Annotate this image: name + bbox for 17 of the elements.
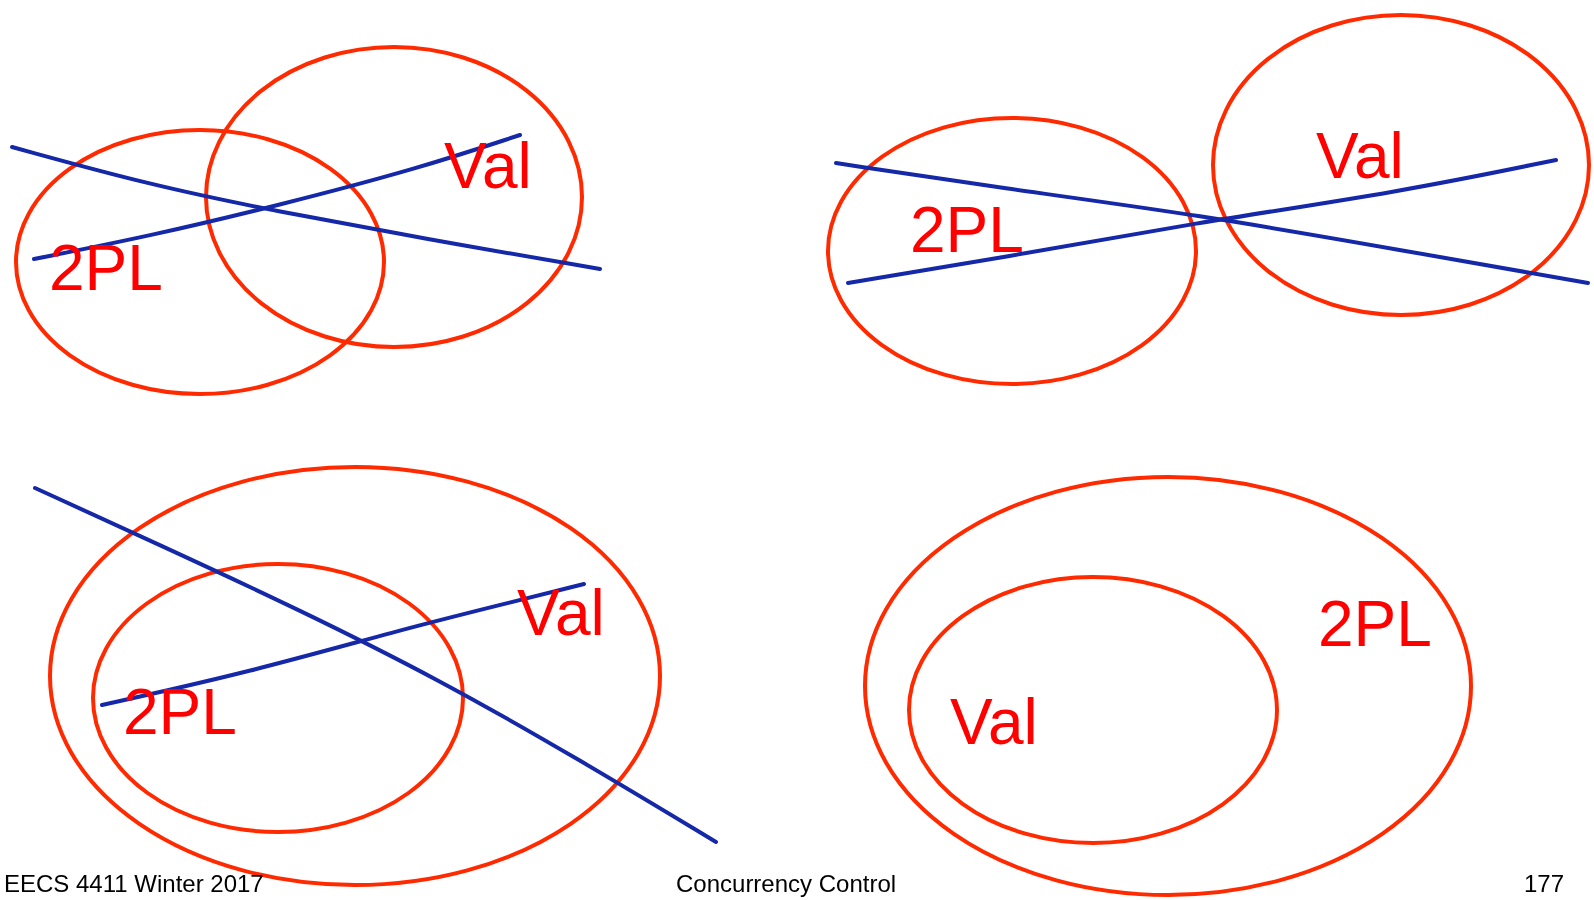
ellipse-label: 2PL — [49, 236, 163, 300]
ellipse-label: Val — [1316, 124, 1404, 188]
ellipse-label: Val — [444, 134, 532, 198]
ellipse-label: Val — [950, 690, 1038, 754]
ellipse — [826, 116, 1198, 386]
ellipse — [1211, 13, 1591, 317]
footer-text: Concurrency Control — [676, 872, 897, 896]
ellipse — [907, 575, 1279, 845]
ellipse — [91, 562, 465, 834]
ellipse-label: 2PL — [123, 680, 237, 744]
ellipse-label: 2PL — [1318, 592, 1432, 656]
ellipse-label: Val — [517, 581, 605, 645]
footer-text: EECS 4411 Winter 2017 — [4, 872, 264, 896]
ellipse-label: 2PL — [910, 198, 1024, 262]
ellipse — [204, 45, 584, 349]
ellipse — [14, 128, 386, 396]
footer-text: 177 — [1524, 872, 1565, 896]
